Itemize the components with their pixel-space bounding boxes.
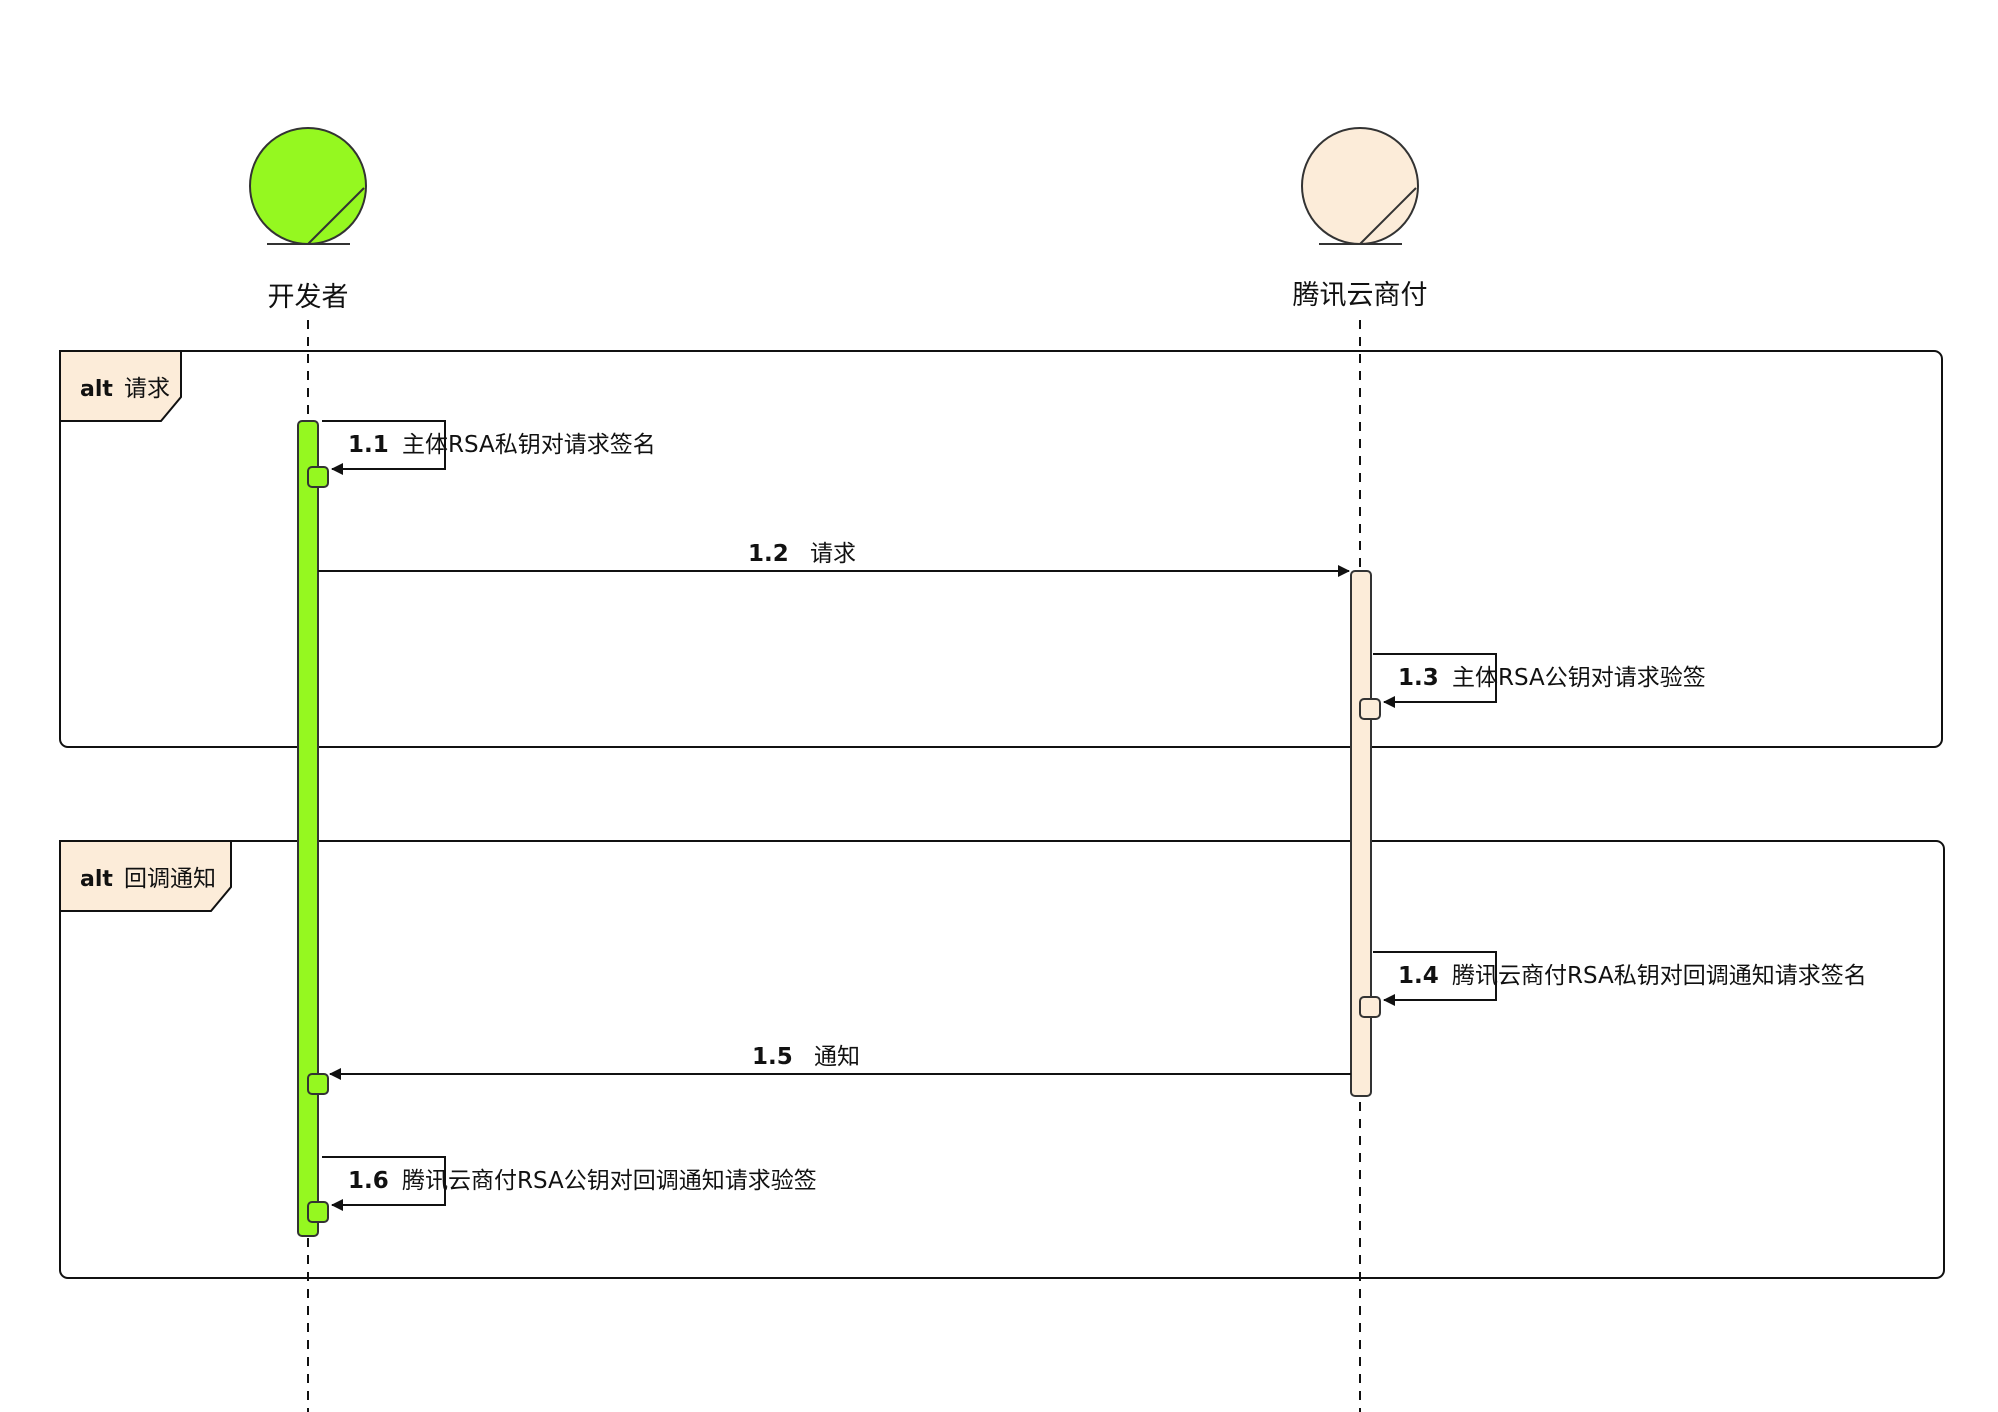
message-number: 1.6 [348,1168,389,1194]
message-1-4: 1.4 腾讯云商付RSA私钥对回调通知请求签名 [1359,951,1867,1018]
message-number: 1.2 [748,541,789,567]
message-label: 请求 [810,541,856,567]
message-number: 1.3 [1398,665,1439,691]
message-1-6: 1.6 腾讯云商付RSA公钥对回调通知请求验签 [307,1156,817,1223]
actor-developer-label: 开发者 [268,282,349,313]
message-label: 主体RSA公钥对请求验签 [1452,665,1706,691]
alt-frame-request: alt 请求 [59,350,1943,748]
message-label: 主体RSA私钥对请求签名 [402,432,656,458]
alt-frame-callback: alt 回调通知 [59,840,1945,1279]
message-number: 1.1 [348,432,389,458]
message-number: 1.4 [1398,963,1439,989]
message-1-5: 1.5 通知 [307,1044,1351,1095]
actor-developer: 开发者 [249,127,367,313]
message-1-2: 1.2 请求 [318,541,1350,577]
message-number: 1.5 [752,1044,793,1070]
message-label: 腾讯云商付RSA私钥对回调通知请求签名 [1452,963,1867,989]
frame-keyword: alt [80,377,113,402]
message-label: 腾讯云商付RSA公钥对回调通知请求验签 [402,1168,817,1194]
actor-tencent: 腾讯云商付 [1293,127,1428,311]
frame-label: 回调通知 [124,866,216,892]
entity-icon [249,127,367,245]
actor-tencent-label: 腾讯云商付 [1293,280,1428,311]
message-1-1: 1.1 主体RSA私钥对请求签名 [307,420,656,488]
activation-bar-developer [297,420,319,1237]
frame-keyword: alt [80,867,113,892]
message-label: 通知 [814,1044,860,1070]
frame-label: 请求 [124,376,170,402]
message-1-3: 1.3 主体RSA公钥对请求验签 [1359,653,1706,720]
entity-icon [1301,127,1419,245]
